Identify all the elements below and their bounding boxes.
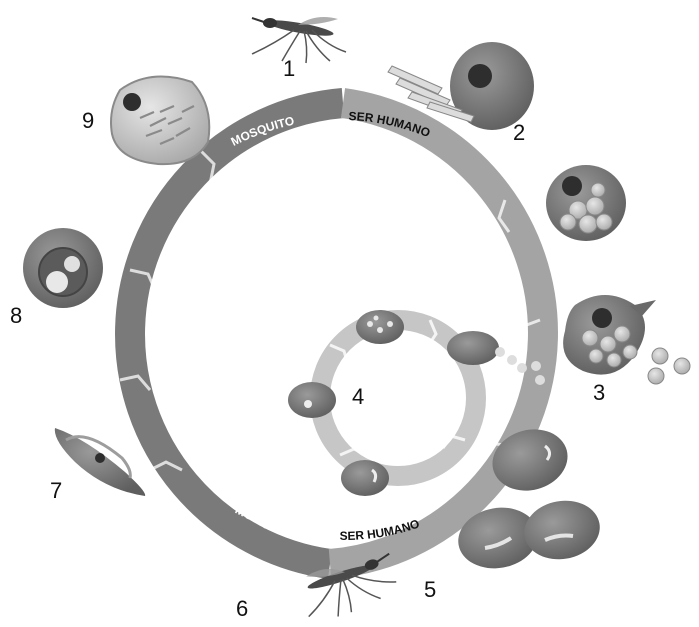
stage-numbers: 1 2 3 4 5 6 7 8 9 [10, 56, 605, 621]
gametocyte-red-cells-icon [458, 429, 600, 569]
stage-number-6: 6 [236, 596, 248, 621]
ookinete-icon [54, 428, 146, 496]
liver-cell-with-sporozoites-icon [387, 42, 534, 130]
stage-number-1: 1 [283, 56, 295, 81]
stage-number-9: 9 [82, 108, 94, 133]
mosquito-icon [306, 552, 397, 618]
sporozoite-cyst-icon [110, 75, 211, 166]
rbc-merozoite-icon [341, 460, 389, 496]
rbc-trophozoite-icon [288, 382, 336, 418]
inner-blood-cycle-loop [288, 310, 545, 496]
rbc-schizont-icon [447, 331, 499, 365]
stage-number-2: 2 [513, 120, 525, 145]
main-cycle-ring [115, 88, 558, 579]
stage-number-3: 3 [593, 380, 605, 405]
oocyst-icon [23, 228, 103, 308]
mosquito-icon [251, 17, 347, 64]
stage-number-4: 4 [352, 384, 364, 409]
ruptured-schizont-icon [563, 295, 691, 385]
liver-schizont-icon [546, 165, 626, 241]
stage-number-7: 7 [50, 478, 62, 503]
stage-number-5: 5 [424, 577, 436, 602]
stage-number-8: 8 [10, 303, 22, 328]
